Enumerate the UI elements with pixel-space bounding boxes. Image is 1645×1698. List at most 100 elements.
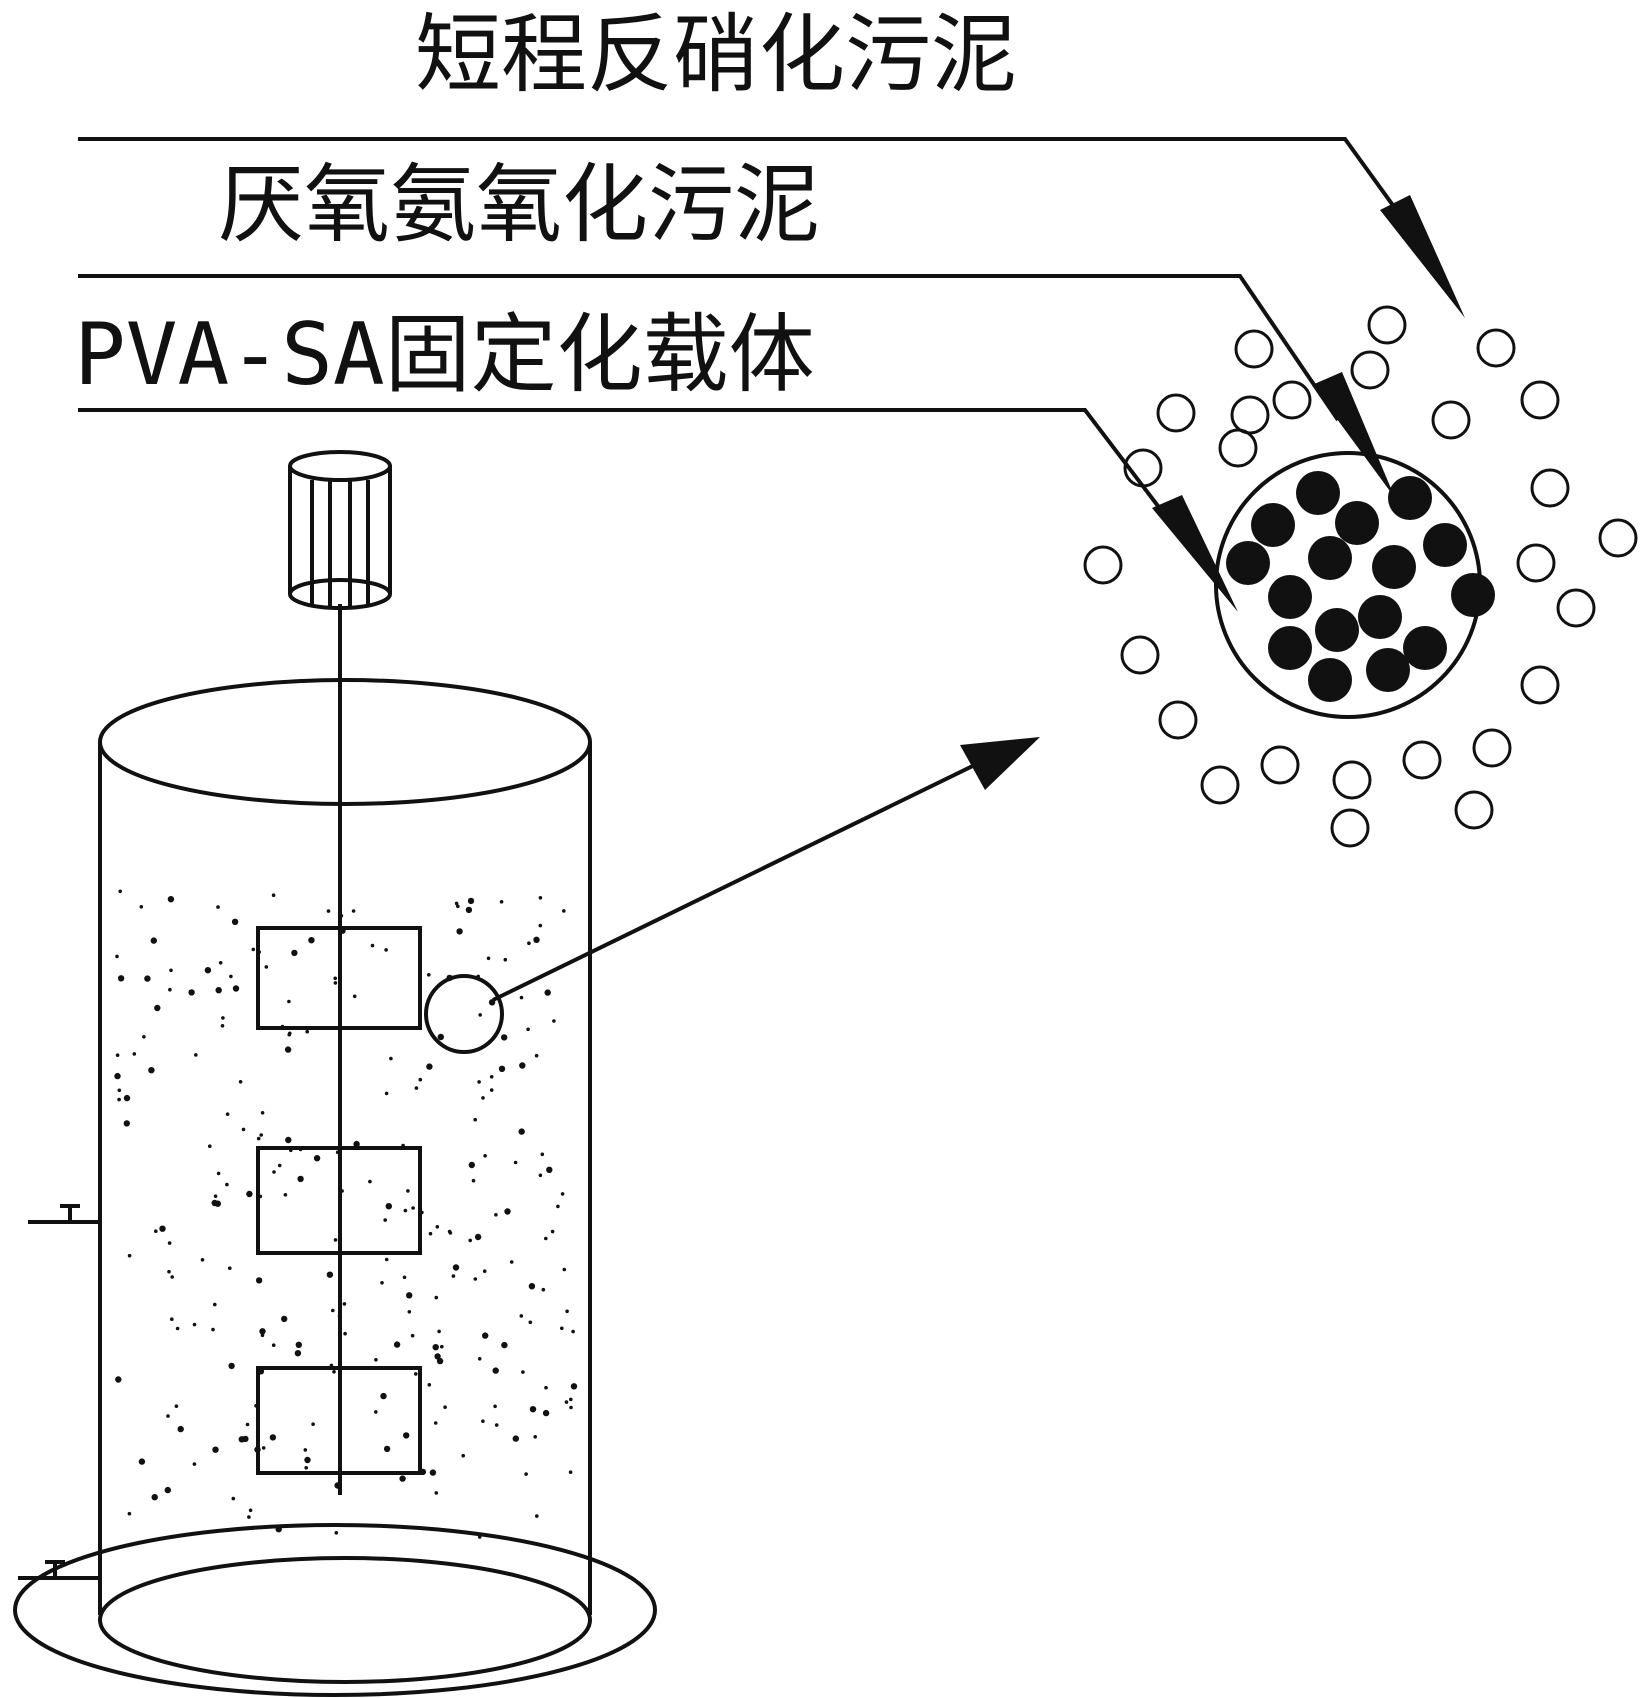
media-dot [304,1466,309,1470]
media-dot [114,1072,121,1080]
media-dot [406,1292,413,1299]
media-dot [138,1458,146,1465]
media-dot [407,1310,412,1314]
media-dot [332,1370,336,1374]
reactor-media-dots [114,889,578,1539]
media-dot [305,1029,310,1034]
media-dot [540,1152,545,1157]
sludge-particle [1083,545,1123,585]
media-dot [258,1194,263,1199]
media-dot [117,1088,122,1093]
media-dot [118,889,122,894]
media-dot [414,1086,419,1090]
zoom-arrowhead [960,737,1040,790]
arrowhead-carrier [1152,495,1238,612]
side-valve [28,1204,100,1224]
media-dot [519,1314,524,1318]
media-dot [481,1096,485,1100]
media-dot [225,1182,229,1187]
media-dot [546,1166,553,1174]
media-dot [498,1065,506,1073]
media-dot [544,1236,548,1241]
media-dot [289,1148,293,1153]
motor-bottom [288,578,392,610]
media-dot [151,1494,158,1501]
media-dot [333,976,338,981]
media-dot [231,1496,236,1501]
media-dot [139,905,144,909]
media-dot [220,1024,225,1028]
sludge-particle [1520,380,1560,420]
media-dot [127,1511,132,1516]
media-dot [482,1332,489,1339]
media-dot [247,1515,251,1519]
media-dot [285,1136,292,1144]
media-dot [228,1266,232,1270]
media-dot [492,1367,499,1374]
media-dot [337,1314,342,1318]
media-dot [535,1514,539,1518]
media-dot [569,1405,573,1410]
media-dot [401,1143,405,1148]
label-anammox-sludge: 厌氧氨氧化污泥 [218,155,820,255]
media-dot [473,1277,478,1281]
media-dot [452,1264,460,1271]
granule [1315,608,1359,652]
media-dot [482,1269,487,1273]
media-dot [427,973,431,977]
media-dot [257,1368,265,1375]
media-dot [384,1091,389,1096]
media-dot [451,1274,456,1278]
media-dot [251,947,256,952]
media-dot [440,1344,444,1349]
media-dot [538,896,543,900]
media-dot [564,1400,569,1404]
sludge-particle [1120,635,1160,675]
media-dot [271,1343,276,1347]
media-dot [383,1218,388,1222]
media-dot [229,974,233,979]
media-dot [518,1128,525,1135]
media-dot [166,1414,170,1418]
motor-top [288,450,392,482]
media-dot [560,1326,564,1331]
media-dot [259,1133,264,1137]
media-dot [272,1170,276,1174]
media-dot [434,1353,441,1360]
media-dot [271,893,276,897]
media-dot [519,1062,526,1069]
media-dot [211,1327,215,1332]
media-dot [283,1193,288,1197]
media-dot [280,1024,285,1029]
media-dot [170,1317,174,1321]
media-dot [437,1329,441,1334]
media-dot [298,1147,303,1152]
media-dot [287,1032,292,1037]
media-dot [213,1302,217,1307]
media-dot [436,1357,444,1365]
media-dot [117,975,125,982]
media-dot [164,1486,171,1494]
bottom-valve [18,1560,100,1580]
sludge-particle [1234,329,1274,369]
granule [1226,541,1270,585]
media-dot [333,1238,338,1242]
media-dot [194,1053,198,1057]
media-dot [513,1160,518,1165]
media-dot [521,1370,525,1374]
media-dot [175,1326,180,1331]
media-dot [218,961,223,965]
arrowhead-short-cut [1380,195,1465,318]
media-dot [368,1179,372,1184]
media-dot [150,937,157,944]
granule [1308,536,1352,580]
media-dot [303,1448,308,1452]
media-dot [528,1283,536,1290]
media-dot [248,1508,253,1513]
media-dot [468,1238,473,1243]
media-dot [340,1189,344,1193]
media-dot [281,1315,288,1323]
media-dot [123,1094,131,1102]
zoom-arrow-shaft [492,758,986,1002]
media-dot [204,967,212,974]
